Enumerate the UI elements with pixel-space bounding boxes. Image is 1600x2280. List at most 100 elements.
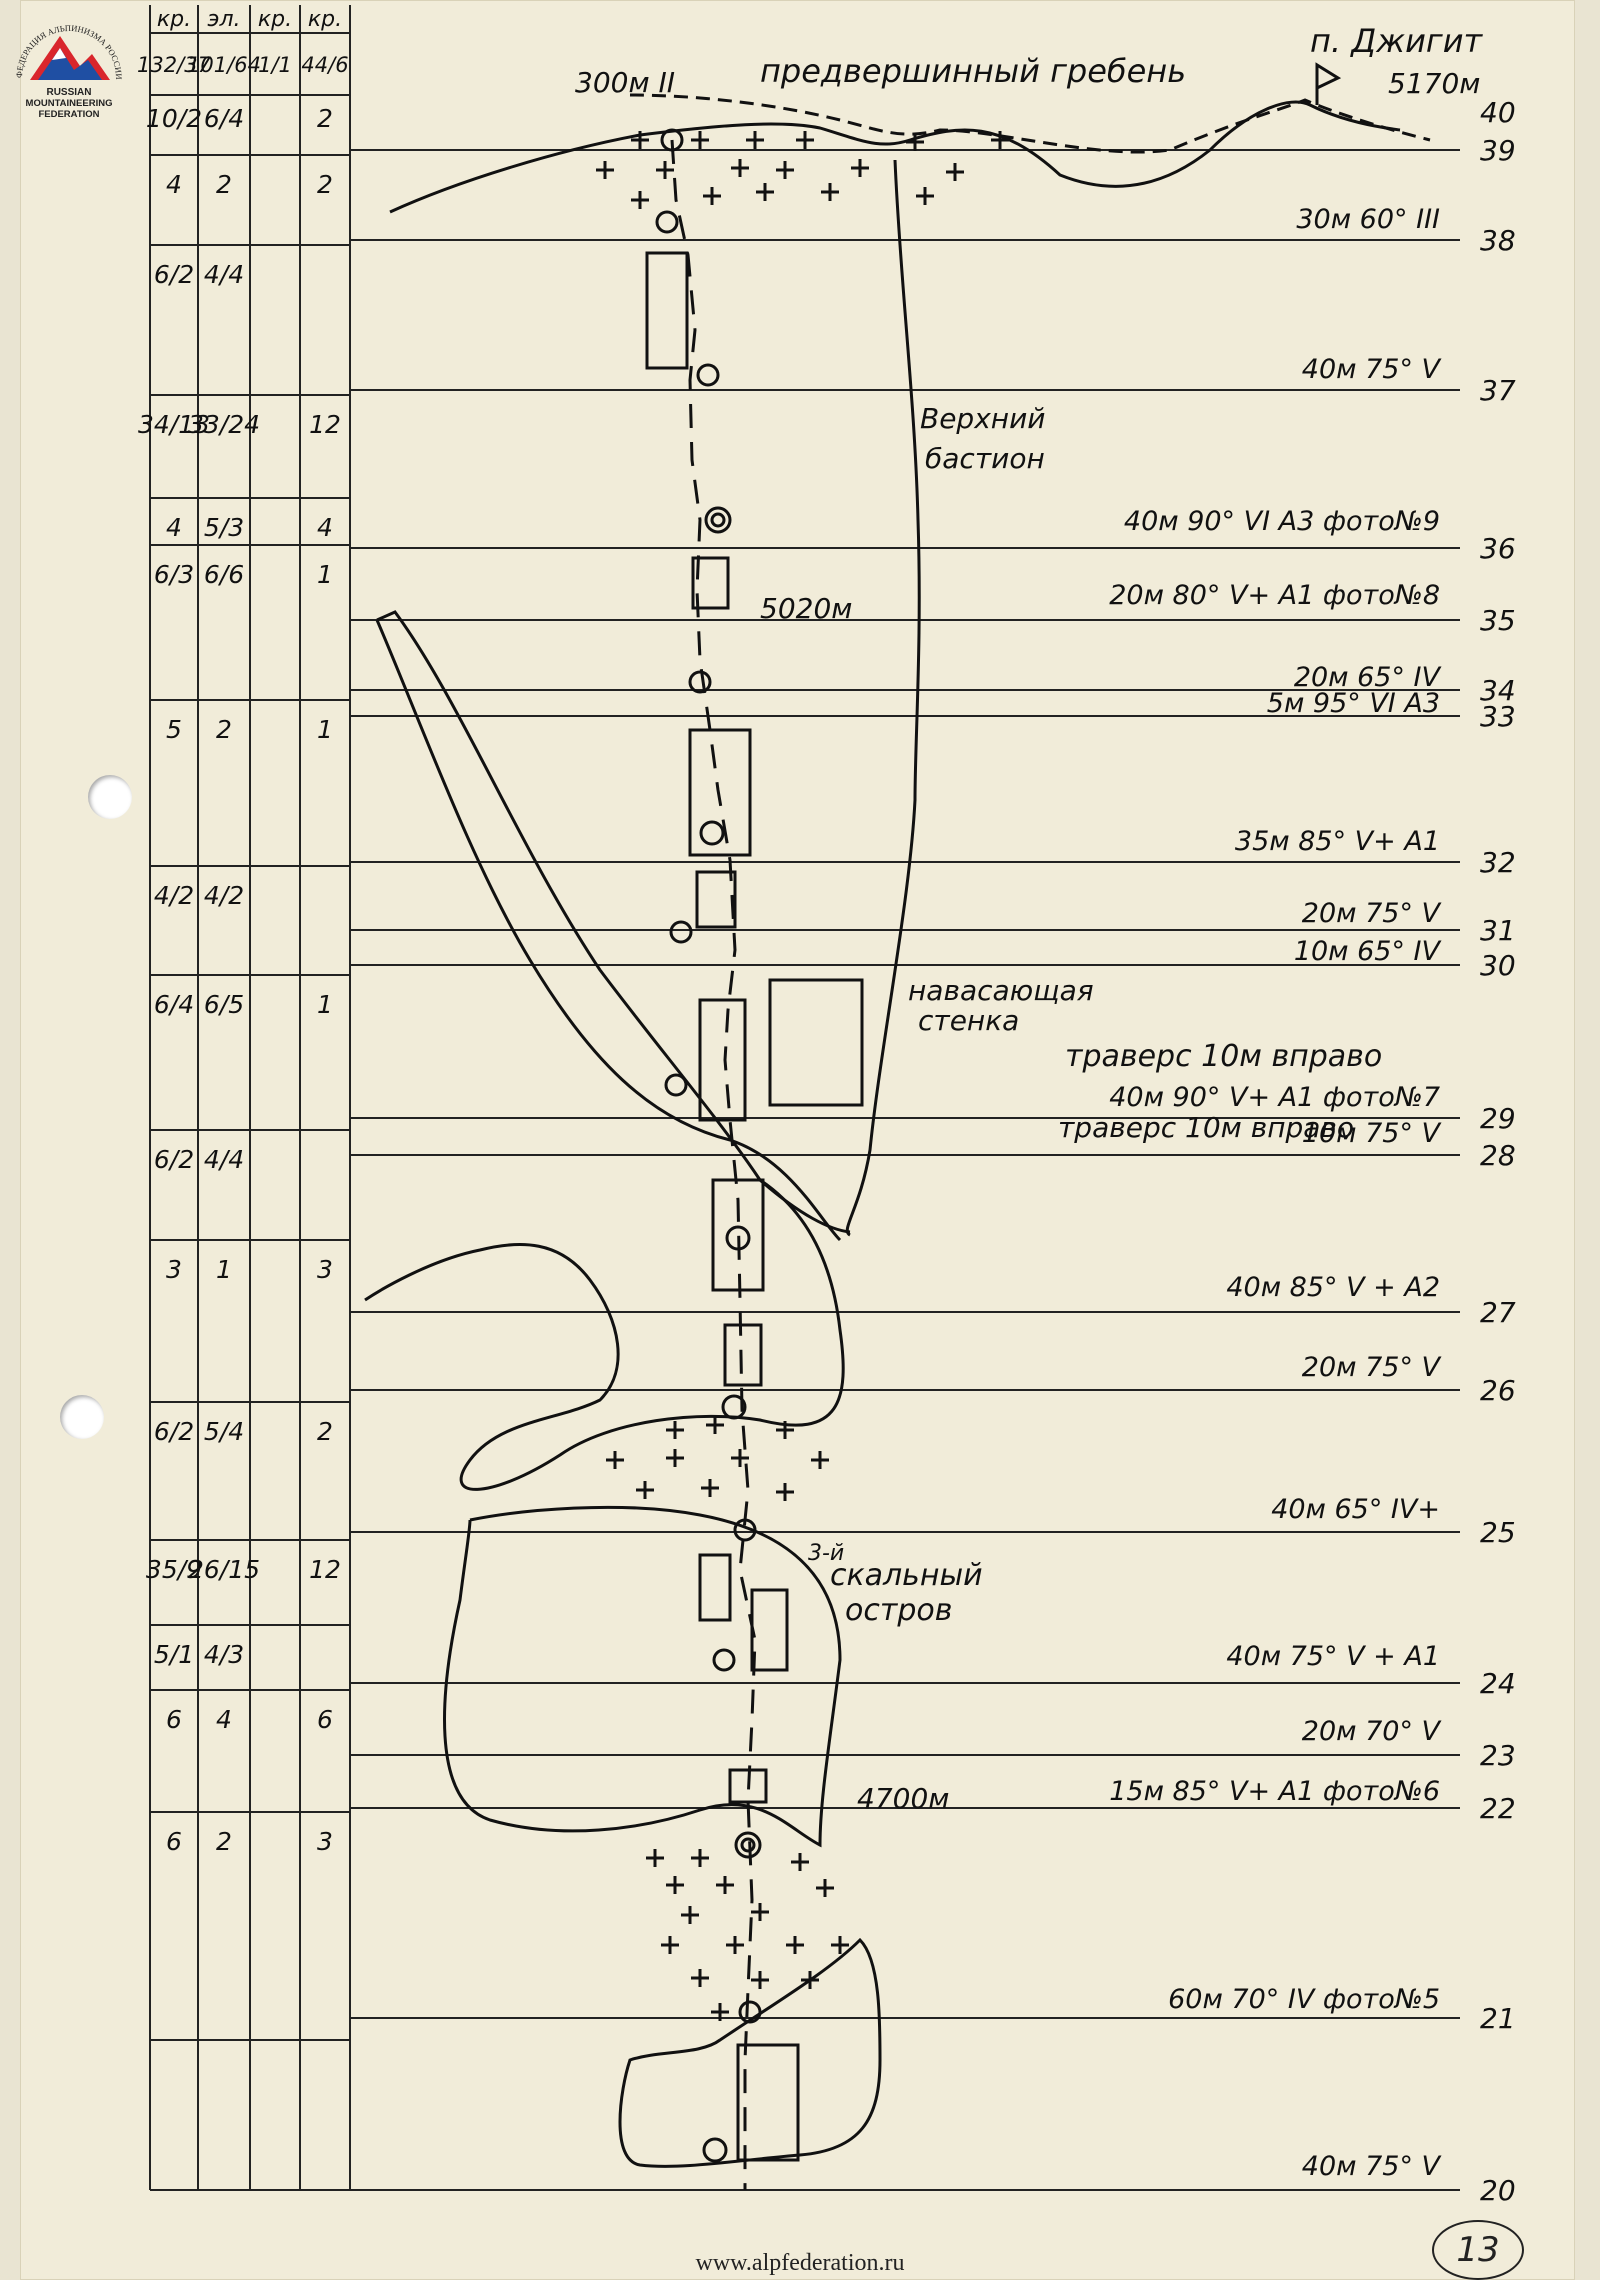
section-description: 30м 60° III bbox=[1296, 204, 1440, 235]
table-cell: 5/3 bbox=[204, 513, 244, 542]
table-cell: 1 bbox=[317, 715, 333, 744]
table-header: кр. bbox=[258, 7, 292, 32]
table-cell: 2 bbox=[216, 715, 232, 744]
section-number: 29 bbox=[1480, 1102, 1516, 1135]
section-description: 10м 65° IV bbox=[1294, 936, 1443, 967]
table-cell: 10/2 bbox=[146, 104, 202, 133]
feature-label: бастион bbox=[925, 442, 1045, 475]
section-description: 40м 65° IV+ bbox=[1271, 1494, 1440, 1525]
section-description: 40м 85° V + A2 bbox=[1226, 1272, 1440, 1303]
feature-label: стенка bbox=[918, 1004, 1019, 1037]
website-footer[interactable]: www.alpfederation.ru bbox=[695, 2250, 905, 2276]
table-cell: 2 bbox=[216, 170, 232, 199]
section-number: 22 bbox=[1480, 1792, 1516, 1825]
table-cell: 1 bbox=[317, 990, 333, 1019]
feature-label: остров bbox=[845, 1593, 952, 1628]
section-description: 40м 75° V bbox=[1302, 354, 1443, 385]
table-cell: 5 bbox=[166, 715, 182, 744]
table-cell: 6/5 bbox=[204, 990, 244, 1019]
section-number: 25 bbox=[1480, 1516, 1516, 1549]
table-cell: 6/3 bbox=[154, 560, 194, 589]
table-cell: 1 bbox=[317, 560, 333, 589]
section-description: 10м 75° V bbox=[1302, 1118, 1443, 1149]
table-header: кр. bbox=[157, 7, 191, 32]
table-cell: 3 bbox=[317, 1827, 333, 1856]
section-description: 35м 85° V+ A1 bbox=[1235, 826, 1440, 857]
table-header: кр. bbox=[308, 7, 342, 32]
section-number: 20 bbox=[1480, 2174, 1516, 2207]
table-cell: 6 bbox=[166, 1705, 182, 1734]
summit-name: п. Джигит bbox=[1310, 22, 1484, 60]
table-cell: 4/2 bbox=[154, 881, 194, 910]
section-description: 5м 95° VI A3 bbox=[1267, 688, 1440, 719]
section-number: 23 bbox=[1480, 1739, 1516, 1772]
section-number: 33 bbox=[1480, 700, 1516, 733]
section-number: 28 bbox=[1480, 1139, 1516, 1172]
table-cell: 6/2 bbox=[154, 260, 194, 289]
route-line bbox=[670, 139, 757, 2190]
altitude-label: 5020м bbox=[760, 592, 852, 625]
table-cell: 6/2 bbox=[154, 1145, 194, 1174]
section-description: 60м 70° IV фото№5 bbox=[1168, 1984, 1440, 2015]
section-number: 26 bbox=[1480, 1374, 1516, 1407]
table-cell: 4/3 bbox=[204, 1640, 244, 1669]
punch-hole bbox=[60, 1395, 104, 1439]
punch-hole bbox=[88, 775, 132, 819]
section-number: 30 bbox=[1480, 949, 1516, 982]
traverse-note: траверс 10м вправо bbox=[1065, 1039, 1382, 1074]
section-number: 27 bbox=[1480, 1296, 1516, 1329]
ridge-section-label: 300м II bbox=[575, 66, 675, 99]
table-cell: 12 bbox=[309, 1555, 341, 1584]
table-header: эл. bbox=[207, 7, 240, 32]
section-number: 40 bbox=[1480, 96, 1516, 129]
table-cell: 6 bbox=[166, 1827, 182, 1856]
summit-altitude: 5170м bbox=[1388, 67, 1480, 100]
table-cell: 4 bbox=[166, 513, 182, 542]
section-description: 15м 85° V+ A1 фото№6 bbox=[1109, 1776, 1440, 1807]
section-number: 35 bbox=[1480, 604, 1516, 637]
section-description: 20м 70° V bbox=[1302, 1716, 1443, 1747]
belay-points bbox=[655, 128, 762, 2163]
federation-logo: ФЕДЕРАЦИЯ АЛЬПИНИЗМА РОССИИ RUSSIAN MOUN… bbox=[14, 23, 124, 120]
table-cell: 4 bbox=[317, 513, 333, 542]
table-cell: 34/13 bbox=[138, 410, 210, 439]
table-total: 44/6 bbox=[301, 53, 348, 77]
table-cell: 2 bbox=[317, 170, 333, 199]
section-description: 40м 75° V + A1 bbox=[1226, 1641, 1440, 1672]
section-number: 38 bbox=[1480, 224, 1516, 257]
page-number: 13 bbox=[1432, 2220, 1524, 2280]
table-cell: 1 bbox=[216, 1255, 232, 1284]
section-description: 20м 80° V+ A1 фото№8 bbox=[1109, 580, 1440, 611]
table-cell: 4 bbox=[166, 170, 182, 199]
section-number: 34 bbox=[1480, 674, 1516, 707]
table-cell: 6/6 bbox=[204, 560, 244, 589]
feature-label: скальный bbox=[830, 1558, 983, 1593]
section-description: 40м 75° V bbox=[1302, 2151, 1443, 2182]
traverse-note: траверс 10м вправо bbox=[1058, 1111, 1354, 1144]
logo-text: RUSSIAN bbox=[46, 87, 91, 98]
table-cell: 2 bbox=[317, 104, 333, 133]
feature-label: навасающая bbox=[908, 974, 1094, 1007]
table-cell: 12 bbox=[309, 410, 341, 439]
section-description: 40м 90° V+ A1 фото№7 bbox=[1109, 1082, 1440, 1113]
table-cell: 35/9 bbox=[146, 1555, 202, 1584]
section-number: 32 bbox=[1480, 846, 1516, 879]
table-cell: 26/15 bbox=[188, 1555, 260, 1584]
table-total: 101/64 bbox=[187, 53, 261, 77]
route-features bbox=[645, 251, 800, 2162]
section-number: 37 bbox=[1480, 374, 1516, 407]
table-total: 1/1 bbox=[258, 53, 292, 77]
table-cell: 33/24 bbox=[188, 410, 260, 439]
section-number: 31 bbox=[1480, 914, 1516, 947]
table-cell: 2 bbox=[216, 1827, 232, 1856]
table-cell: 6/2 bbox=[154, 1417, 194, 1446]
table-cell: 4/4 bbox=[204, 1145, 244, 1174]
section-number: 39 bbox=[1480, 134, 1516, 167]
table-grid bbox=[149, 5, 351, 2190]
feature-label: 3-й bbox=[808, 1541, 844, 1566]
table-cell: 5/4 bbox=[204, 1417, 244, 1446]
table-cell: 6/4 bbox=[204, 104, 244, 133]
ridge-line bbox=[389, 62, 1431, 214]
table-cell: 5/1 bbox=[154, 1640, 194, 1669]
